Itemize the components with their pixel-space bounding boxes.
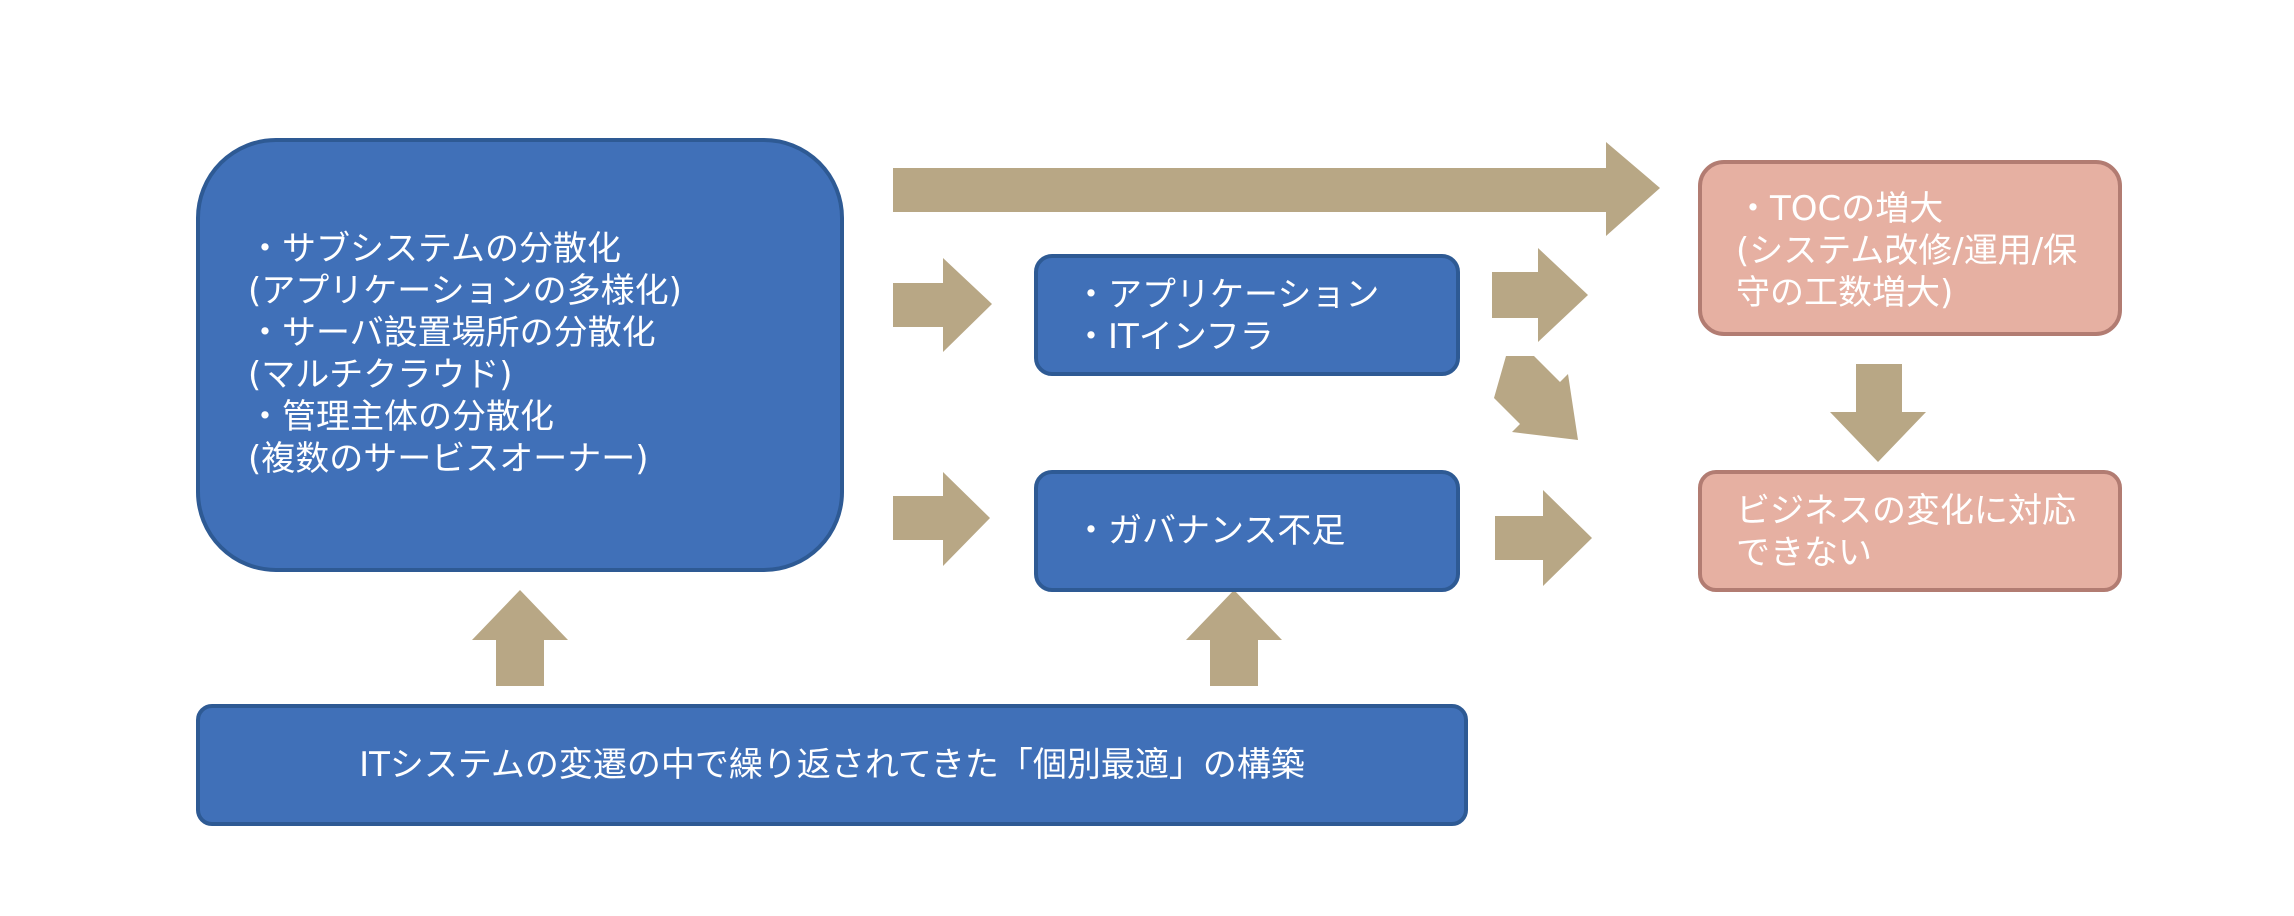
arrow-governance-to-business <box>1495 490 1592 586</box>
causes-line-1: ・サブシステムの分散化 <box>248 229 621 269</box>
toc-box: ・TOCの増大 (システム改修/運用/保 守の工数増大) <box>1698 160 2122 336</box>
arrow-toc-to-business <box>1830 364 1926 462</box>
arrow-apps-to-business <box>1494 356 1578 440</box>
governance-line-1: ・ガバナンス不足 <box>1074 511 1346 551</box>
arrow-root-to-causes <box>472 590 568 686</box>
governance-text: ・ガバナンス不足 <box>1074 510 1345 552</box>
arrow-root-to-governance <box>1186 590 1282 686</box>
causes-line-4: (マルチクラウド) <box>248 355 513 395</box>
apps-infra-text: ・アプリケーション ・ITインフラ <box>1074 274 1379 358</box>
causes-line-3: ・サーバ設置場所の分散化 <box>248 313 656 353</box>
arrow-long-right <box>893 142 1660 236</box>
apps-infra-line-1: ・アプリケーション <box>1074 275 1380 315</box>
apps-infra-line-2: ・ITインフラ <box>1074 317 1274 357</box>
business-box: ビジネスの変化に対応 できない <box>1698 470 2122 592</box>
arrow-to-apps <box>893 258 992 352</box>
arrow-apps-to-toc <box>1492 248 1588 342</box>
business-line-2: できない <box>1736 533 1872 573</box>
root-cause-box: ITシステムの変遷の中で繰り返されてきた「個別最適」の構築 <box>196 704 1468 826</box>
causes-line-5: ・管理主体の分散化 <box>248 397 554 437</box>
causes-box: ・サブシステムの分散化 (アプリケーションの多様化) ・サーバ設置場所の分散化 … <box>196 138 844 572</box>
apps-infra-box: ・アプリケーション ・ITインフラ <box>1034 254 1460 376</box>
arrow-to-governance <box>893 472 990 566</box>
toc-line-3: 守の工数増大) <box>1736 273 1954 313</box>
root-cause-text: ITシステムの変遷の中で繰り返されてきた「個別最適」の構築 <box>359 745 1305 785</box>
business-line-1: ビジネスの変化に対応 <box>1736 491 2076 531</box>
toc-text: ・TOCの増大 (システム改修/運用/保 守の工数増大) <box>1736 188 2077 314</box>
business-text: ビジネスの変化に対応 できない <box>1736 490 2076 574</box>
toc-line-2: (システム改修/運用/保 <box>1736 231 2078 271</box>
causes-line-2: (アプリケーションの多様化) <box>248 271 682 311</box>
causes-line-6: (複数のサービスオーナー) <box>248 439 649 479</box>
toc-line-1: ・TOCの増大 <box>1736 189 1944 229</box>
governance-box: ・ガバナンス不足 <box>1034 470 1460 592</box>
causes-text: ・サブシステムの分散化 (アプリケーションの多様化) ・サーバ設置場所の分散化 … <box>248 228 682 480</box>
